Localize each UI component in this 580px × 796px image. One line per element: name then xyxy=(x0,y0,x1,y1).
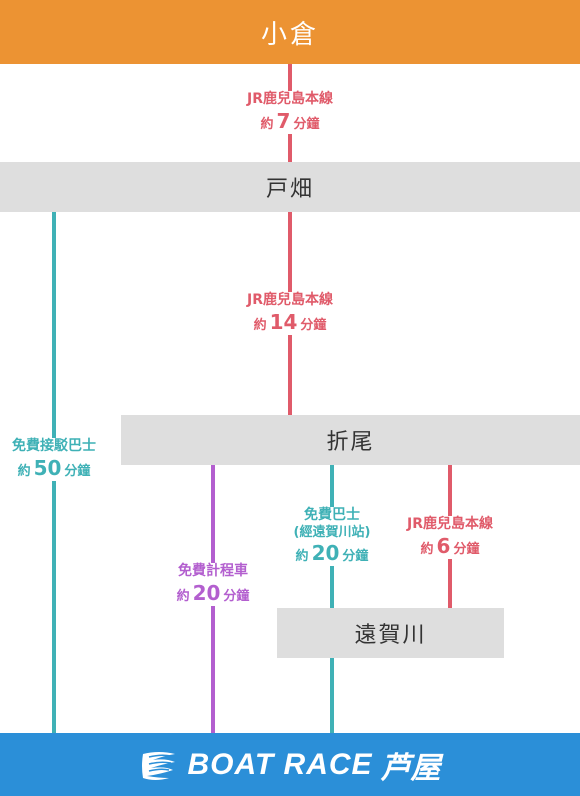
route-suffix: 分鐘 xyxy=(223,588,250,604)
route-suffix: 分鐘 xyxy=(64,463,91,479)
route-minutes: 14 xyxy=(269,309,298,334)
route-prefix: 約 xyxy=(260,116,274,132)
route-minutes: 20 xyxy=(192,580,221,605)
station-orio-label: 折尾 xyxy=(326,430,375,455)
boat-race-logo-text: BOAT RACE xyxy=(187,747,373,781)
route-line-name: JR鹿兒島本線 xyxy=(247,91,333,107)
boat-race-wave-icon xyxy=(142,751,176,780)
station-ongagawa-label: 遠賀川 xyxy=(354,623,427,648)
route-suffix: 分鐘 xyxy=(293,116,320,132)
bus-line-orio-destination xyxy=(330,465,334,733)
station-tobata-label: 戸畑 xyxy=(265,177,314,202)
route-suffix: 分鐘 xyxy=(342,548,369,564)
destination-boat-race-ashiya: BOAT RACE 芦屋 xyxy=(0,733,580,796)
station-kokura: 小倉 xyxy=(0,0,580,64)
route-prefix: 約 xyxy=(17,463,31,479)
route-line-name: JR鹿兒島本線 xyxy=(407,516,493,532)
station-tobata: 戸畑 xyxy=(0,162,580,212)
station-ongagawa: 遠賀川 xyxy=(277,608,504,658)
route-prefix: 約 xyxy=(176,588,190,604)
route-minutes: 6 xyxy=(436,533,451,558)
route-minutes: 7 xyxy=(276,108,291,133)
route-prefix: 約 xyxy=(295,548,309,564)
boat-race-logo: BOAT RACE 芦屋 xyxy=(139,743,441,787)
boat-race-logo-sub: 芦屋 xyxy=(380,750,441,786)
route-line-name: JR鹿兒島本線 xyxy=(247,292,333,308)
station-orio: 折尾 xyxy=(121,415,580,465)
station-kokura-label: 小倉 xyxy=(260,19,319,50)
route-suffix: 分鐘 xyxy=(453,541,480,557)
route-minutes: 50 xyxy=(33,455,62,480)
route-prefix: 約 xyxy=(253,317,267,333)
route-line-name: 免費接駁巴士 xyxy=(12,438,96,454)
route-note: (經遠賀川站) xyxy=(293,524,371,540)
route-line-name: 免費計程車 xyxy=(178,563,248,579)
route-prefix: 約 xyxy=(420,541,434,557)
route-suffix: 分鐘 xyxy=(300,317,327,333)
route-line-name: 免費巴士 xyxy=(303,507,360,523)
route-minutes: 20 xyxy=(311,540,340,565)
